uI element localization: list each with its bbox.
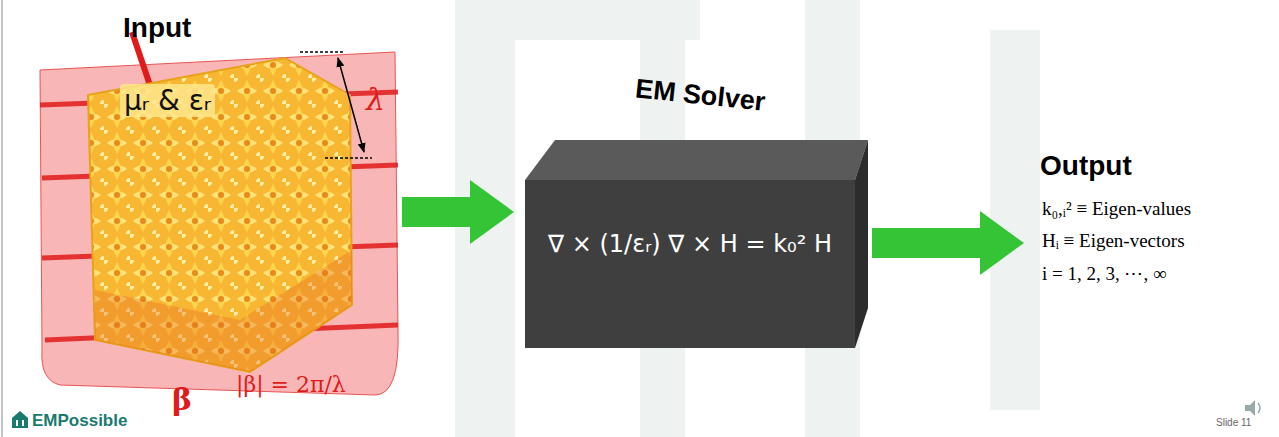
flow-arrow — [872, 228, 982, 258]
dimension-label: λ — [366, 82, 385, 117]
equation: ∇ × (1/εᵣ) ∇ × H = k₀² H — [548, 230, 832, 258]
box-front — [525, 180, 855, 348]
node-heading: EM Solver — [633, 73, 766, 117]
speaker-icon — [1245, 400, 1260, 416]
solver-box-shape — [520, 80, 870, 352]
node-heading: Input — [123, 12, 191, 44]
node-heading: Output — [1040, 150, 1132, 182]
box-side — [855, 140, 868, 348]
box-top — [525, 140, 868, 180]
output-line: i = 1, 2, 3, ⋯, ∞ — [1042, 262, 1167, 285]
slide-number: Slide 11 — [1216, 417, 1251, 428]
lattice-shade — [95, 250, 352, 372]
material-label: μᵣ & εᵣ — [120, 84, 215, 117]
formula: |β| = 2π/λ — [236, 372, 346, 397]
logo-text: EMPossible — [32, 411, 127, 431]
slide-border — [2, 0, 3, 437]
flow-arrow — [402, 197, 472, 227]
lattice — [88, 58, 352, 372]
input-illustration: Input μᵣ & εᵣ — [38, 12, 400, 407]
solver-box: EM Solver∇ × (1/εᵣ) ∇ × H = k₀² H — [520, 80, 870, 352]
logo-icon — [12, 411, 28, 428]
watermark — [455, 0, 1040, 437]
plane-wave — [40, 52, 398, 395]
dimension-line — [300, 52, 372, 158]
output-line: k₀,ᵢ² ≡ Eigen-values — [1042, 198, 1191, 220]
output-block: Output k₀,ᵢ² ≡ Eigen-values Hᵢ ≡ Eigen-vec… — [1030, 150, 1270, 310]
vector-label: β — [172, 382, 192, 417]
output-line: Hᵢ ≡ Eigen-vectors — [1042, 230, 1185, 252]
